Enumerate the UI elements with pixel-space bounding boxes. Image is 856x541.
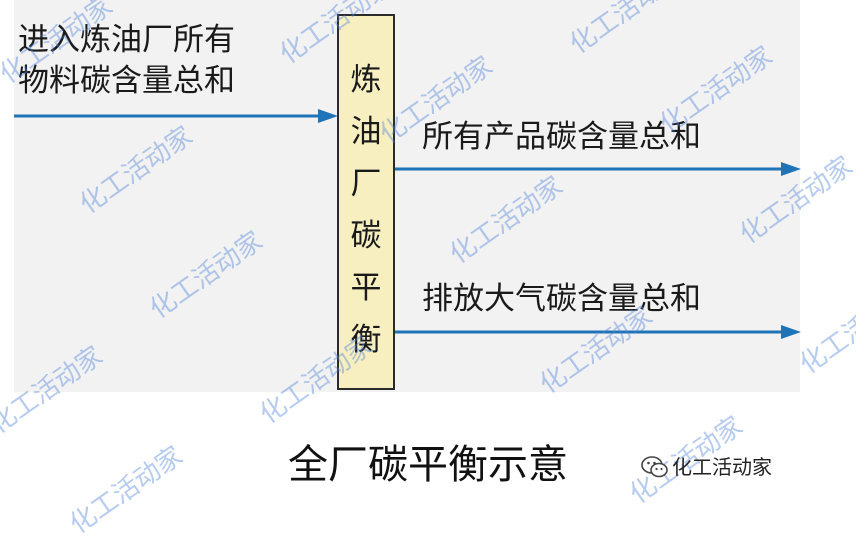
wechat-icon: [641, 456, 668, 478]
box-char: 炼: [350, 62, 382, 98]
box-char: 厂: [350, 166, 382, 202]
output-label-atmosphere: 排放大气碳含量总和: [422, 281, 701, 317]
box-char: 碳: [350, 218, 382, 254]
box-char: 衡: [350, 322, 382, 358]
refinery-carbon-balance-box: 炼 油 厂 碳 平 衡: [337, 14, 395, 390]
box-char: 油: [350, 114, 382, 150]
diagram-panel: [14, 0, 800, 392]
products-arrow: [395, 162, 801, 176]
atmosphere-arrow: [395, 325, 801, 339]
diagram-caption: 全厂碳平衡示意: [288, 442, 568, 488]
box-char: 平: [350, 270, 382, 306]
input-label-line2: 物料碳含量总和: [18, 63, 235, 99]
brand-label: 化工活动家: [672, 455, 772, 479]
input-arrow: [14, 109, 338, 123]
input-label-line1: 进入炼油厂所有: [18, 22, 235, 58]
output-label-products: 所有产品碳含量总和: [422, 119, 701, 155]
